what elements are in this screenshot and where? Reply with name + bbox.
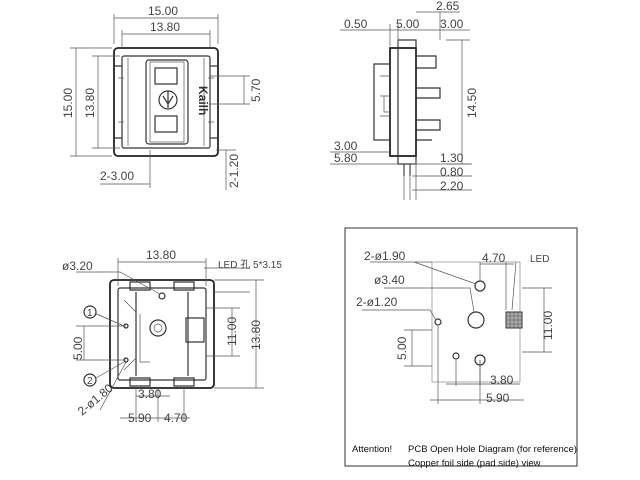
dim-top-height-inner: 13.80 (83, 88, 97, 118)
dim-bottom-500: 5.00 (71, 336, 85, 360)
dim-side-500: 5.00 (396, 17, 420, 31)
callout-1-circle (83, 305, 97, 319)
pcb-subtitle: Copper foil side (pad side) view (408, 458, 541, 469)
dim-bottom-width-inner: 13.80 (146, 248, 176, 262)
bottom-view-switch (109, 279, 215, 389)
dim-bottom-470: 4.70 (164, 411, 188, 425)
dim-top-offset-right: 5.70 (249, 78, 263, 102)
dim-bottom-phi-180: 2-ø1.80 (75, 381, 116, 419)
dim-bottom-590: 5.90 (128, 411, 152, 425)
dim-bottom-1100: 11.00 (225, 317, 239, 346)
pcb-phi-340: ø3.40 (374, 273, 405, 287)
dim-side-1450: 14.50 (465, 88, 479, 118)
side-view-dimensions (330, 11, 472, 200)
dim-top-bottom-left: 2-3.00 (100, 169, 134, 183)
dim-side-220: 2.20 (440, 179, 464, 193)
dim-top-bottom-right: 2-1.20 (227, 154, 241, 188)
dim-side-300-top: 3.00 (440, 17, 464, 31)
dim-top-width-inner: 13.80 (150, 20, 180, 34)
pcb-phi-190: 2-ø1.90 (364, 249, 406, 263)
pcb-title: PCB Open Hole Diagram (for reference) (408, 444, 577, 455)
pcb-diagram (362, 261, 552, 404)
pcb-attention: Attention! (352, 444, 392, 455)
dim-top-width-outer: 15.00 (148, 4, 178, 18)
callout-2-circle (83, 373, 97, 387)
bottom-view-dimensions (76, 258, 264, 422)
dim-side-580: 5.80 (334, 151, 358, 165)
side-view-switch (373, 39, 441, 176)
pcb-590: 5.90 (486, 391, 510, 405)
pcb-380: 3.80 (490, 373, 514, 387)
callout-1: 1 (87, 308, 93, 319)
dim-side-300-bottom: 3.00 (334, 139, 358, 153)
pcb-470: 4.70 (482, 251, 506, 265)
dim-bottom-380: 3.80 (138, 387, 162, 401)
pcb-500: 5.00 (395, 336, 409, 360)
dim-side-080: 0.80 (440, 165, 464, 179)
top-view-switch (113, 47, 219, 157)
top-left-dimensions (70, 14, 250, 190)
dim-bottom-1380: 13.80 (249, 320, 263, 350)
dim-side-265: 2.65 (436, 0, 460, 13)
pcb-led: LED (530, 254, 549, 265)
brand-text: Kailh (196, 86, 210, 115)
callout-2: 2 (87, 376, 93, 387)
pcb-1100: 11.00 (541, 311, 555, 340)
pcb-phi-120: 2-ø1.20 (356, 295, 398, 309)
dim-bottom-phi-320: ø3.20 (62, 259, 93, 273)
dim-top-height-outer: 15.00 (61, 88, 75, 118)
dim-side-050: 0.50 (344, 17, 368, 31)
pcb-panel-border (344, 227, 578, 467)
dim-side-130: 1.30 (440, 151, 464, 165)
led-hole-label: LED 孔 5*3.15 (218, 259, 282, 271)
